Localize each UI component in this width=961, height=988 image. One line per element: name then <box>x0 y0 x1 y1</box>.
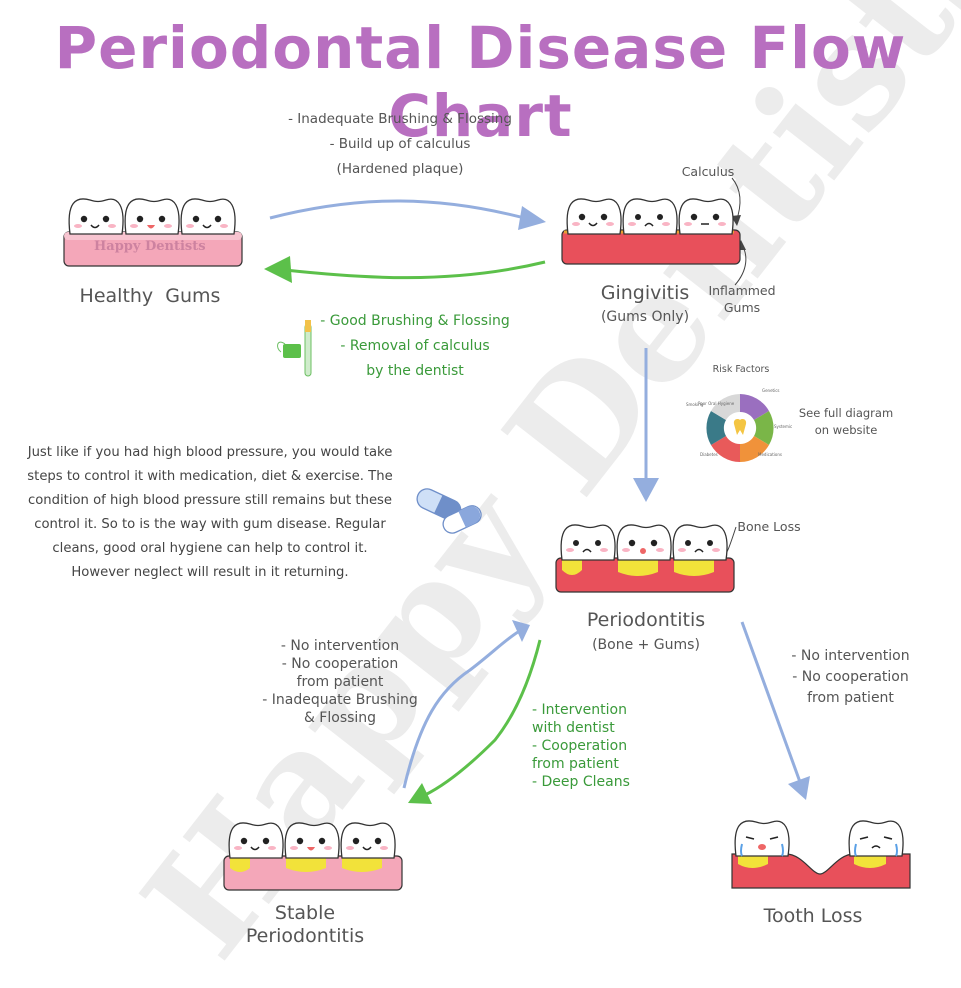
tooth-loss-label: Tooth Loss <box>763 905 863 927</box>
tooth-icon <box>284 822 340 859</box>
tooth-icon <box>616 524 672 561</box>
tooth-loss-illustration <box>731 820 911 889</box>
periodontitis-to-tooth-loss-causes: - No intervention - No cooperation from … <box>791 648 910 706</box>
periodontitis-illustration <box>555 524 735 593</box>
tooth-icon <box>734 820 790 857</box>
stable-periodontitis-illustration <box>223 822 403 891</box>
tooth-icon <box>678 198 734 235</box>
callout-bone-loss: Bone Loss <box>737 519 801 534</box>
arrow-periodontitis-to-stable <box>424 639 542 797</box>
periodontitis-to-stable-actions: - Intervention with dentist - Cooperatio… <box>532 702 630 790</box>
stable-to-periodontitis-causes: - No intervention - No cooperation from … <box>262 638 418 726</box>
healthy-gums-illustration <box>63 198 243 267</box>
healthy-badge: Happy Dentists <box>94 239 206 254</box>
svg-text:Smoking: Smoking <box>686 402 704 407</box>
tooth-icon <box>228 822 284 859</box>
tooth-icon <box>124 198 180 235</box>
tooth-icon <box>672 524 728 561</box>
svg-text:Diabetes: Diabetes <box>700 452 718 457</box>
gingivitis-label: Gingivitis <box>600 282 690 304</box>
page-title: Periodontal Disease Flow Chart <box>54 14 907 150</box>
gingivitis-sublabel: (Gums Only) <box>600 309 690 325</box>
periodontitis-sublabel: (Bone + Gums) <box>592 637 700 653</box>
healthy-gums-label: Healthy Gums <box>79 285 221 307</box>
svg-text:Medications: Medications <box>758 452 782 457</box>
svg-text:Systemic: Systemic <box>774 424 792 429</box>
risk-factors-note: See full diagram on website <box>798 406 894 437</box>
tooth-icon <box>68 198 124 235</box>
risk-factors-wheel: Poor Oral Hygiene Genetics Smoking Syste… <box>686 388 792 462</box>
tooth-icon <box>848 820 904 857</box>
tooth-icon <box>340 822 396 859</box>
svg-text:Poor Oral Hygiene: Poor Oral Hygiene <box>698 401 735 406</box>
pill-icon <box>416 488 482 534</box>
arrow-gingivitis-to-healthy <box>284 260 546 280</box>
gingivitis-illustration <box>561 198 741 265</box>
arrow-stable-to-periodontitis <box>402 630 519 789</box>
risk-factors-title: Risk Factors <box>712 364 770 375</box>
periodontitis-label: Periodontitis <box>586 609 706 631</box>
arrows-layer <box>264 177 810 804</box>
analogy-paragraph: Just like if you had high blood pressure… <box>27 445 393 580</box>
tooth-icon <box>566 198 622 235</box>
tooth-icon <box>180 198 236 235</box>
healthy-to-gingivitis-causes: - Inadequate Brushing & Flossing - Build… <box>288 111 512 177</box>
callout-inflamed-gums: Inflammed Gums <box>708 283 776 315</box>
svg-text:Genetics: Genetics <box>762 388 780 393</box>
arrow-healthy-to-gingivitis <box>269 199 533 222</box>
toothbrush-floss-icon <box>277 320 312 377</box>
tooth-icon <box>560 524 616 561</box>
tooth-icon <box>622 198 678 235</box>
stable-periodontitis-label: Stable Periodontitis <box>245 902 365 947</box>
arrow-periodontitis-to-tooth-loss <box>740 621 802 783</box>
gingivitis-to-healthy-actions: - Good Brushing & Flossing - Removal of … <box>320 313 510 379</box>
callout-calculus: Calculus <box>681 164 735 179</box>
